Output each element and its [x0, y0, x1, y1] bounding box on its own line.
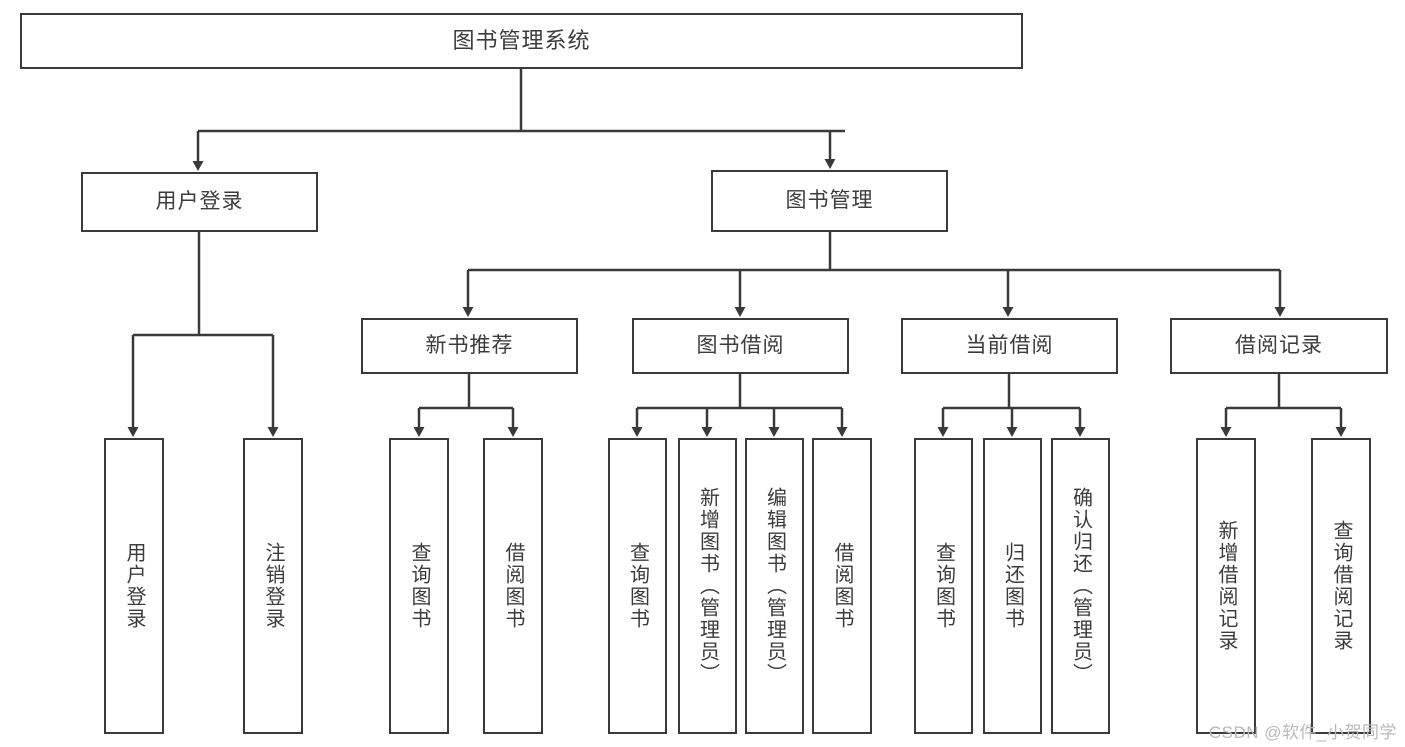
node-label: 新增图书（管理员） — [696, 487, 719, 685]
node-leaf-borrow-book-1[interactable]: 借阅图书 — [483, 438, 543, 734]
node-leaf-query-book-3[interactable]: 查询图书 — [914, 438, 973, 734]
node-label: 用户登录 — [123, 542, 145, 630]
node-leaf-query-book-1[interactable]: 查询图书 — [389, 438, 449, 734]
node-label: 确认归还（管理员） — [1069, 487, 1092, 685]
node-leaf-user-login[interactable]: 用户登录 — [104, 438, 164, 734]
node-label: 借阅记录 — [1235, 333, 1323, 357]
node-leaf-query-record[interactable]: 查询借阅记录 — [1311, 438, 1371, 734]
node-label: 新书推荐 — [425, 333, 514, 357]
node-leaf-borrow-book-2[interactable]: 借阅图书 — [812, 438, 872, 734]
node-leaf-query-book-2[interactable]: 查询图书 — [608, 438, 667, 734]
node-book-borrow[interactable]: 图书借阅 — [632, 318, 849, 374]
node-leaf-logout[interactable]: 注销登录 — [243, 438, 303, 734]
node-leaf-edit-book[interactable]: 编辑图书（管理员） — [745, 438, 804, 734]
node-label: 查询图书 — [626, 542, 649, 630]
node-leaf-add-record[interactable]: 新增借阅记录 — [1196, 438, 1256, 734]
node-label: 当前借阅 — [965, 333, 1054, 357]
node-current-borrow[interactable]: 当前借阅 — [901, 318, 1118, 374]
node-label: 图书管理系统 — [452, 28, 591, 54]
node-label: 借阅图书 — [831, 542, 853, 630]
node-label: 编辑图书（管理员） — [763, 487, 786, 685]
node-borrow-record[interactable]: 借阅记录 — [1170, 318, 1388, 374]
node-label: 用户登录 — [155, 189, 244, 213]
node-label: 新增借阅记录 — [1215, 520, 1237, 652]
node-user-login[interactable]: 用户登录 — [81, 172, 318, 232]
node-label: 注销登录 — [262, 542, 284, 630]
node-label: 查询借阅记录 — [1330, 520, 1352, 652]
node-label: 图书借阅 — [696, 333, 785, 357]
node-leaf-confirm-return[interactable]: 确认归还（管理员） — [1051, 438, 1110, 734]
node-leaf-add-book[interactable]: 新增图书（管理员） — [678, 438, 737, 734]
node-label: 借阅图书 — [502, 542, 524, 630]
node-book-management[interactable]: 图书管理 — [711, 170, 948, 232]
node-leaf-return-book[interactable]: 归还图书 — [983, 438, 1042, 734]
node-label: 查询图书 — [408, 542, 430, 630]
csdn-watermark: CSDN @软件_小贺同学 — [1208, 723, 1397, 742]
node-new-book-recommend[interactable]: 新书推荐 — [361, 318, 578, 374]
node-root-system[interactable]: 图书管理系统 — [20, 13, 1023, 69]
node-label: 图书管理 — [785, 188, 874, 212]
node-label: 归还图书 — [1001, 542, 1024, 630]
node-label: 查询图书 — [932, 542, 955, 630]
